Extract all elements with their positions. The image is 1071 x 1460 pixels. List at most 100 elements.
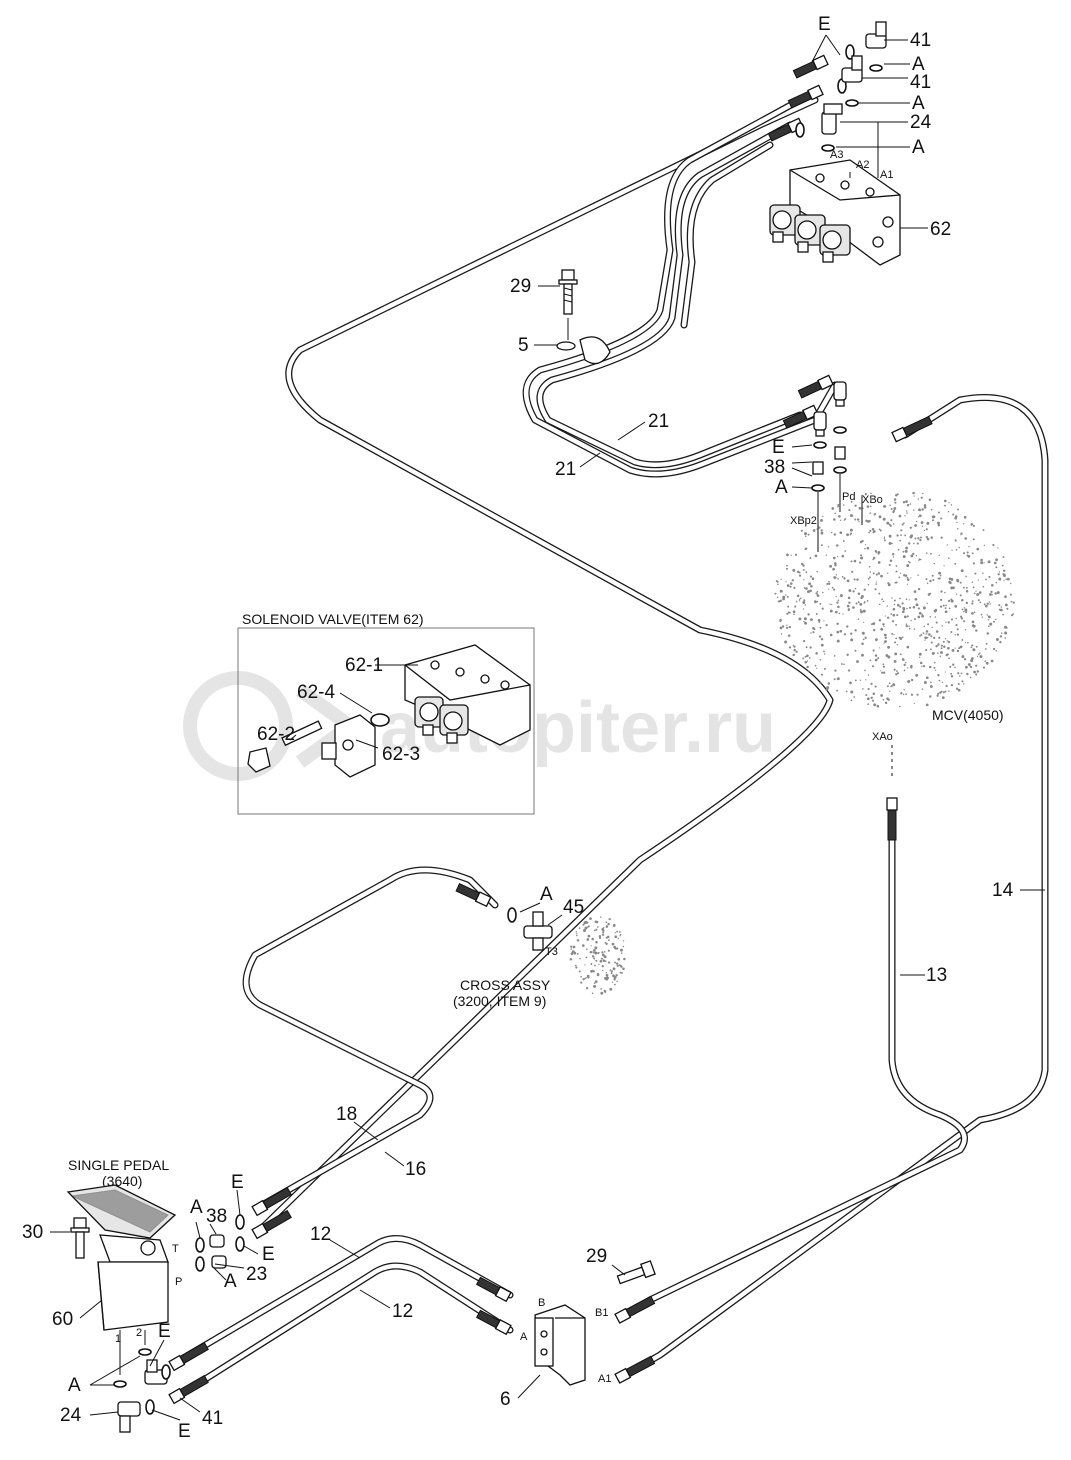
ghost-dot <box>615 962 619 965</box>
ghost-dot <box>938 571 942 575</box>
ghost-dot <box>868 531 871 534</box>
ghost-dot <box>921 508 924 511</box>
ghost-dot <box>570 945 573 948</box>
ghost-dot <box>850 690 854 694</box>
ghost-dot <box>943 565 945 567</box>
elbow-fitting-icon <box>865 21 887 49</box>
ghost-dot <box>906 615 909 618</box>
ghost-dot <box>871 527 875 531</box>
ghost-dot <box>980 561 984 565</box>
ghost-dot <box>872 556 876 560</box>
ghost-dot <box>864 636 867 639</box>
ghost-dot <box>880 499 883 501</box>
ghost-dot <box>918 514 922 518</box>
ghost-dot <box>973 670 976 674</box>
ghost-dot <box>779 589 783 593</box>
callout-12-b: 12 <box>392 1301 413 1322</box>
port-p: P <box>175 1276 182 1288</box>
ghost-dot <box>836 639 840 643</box>
ghost-dot <box>975 673 978 676</box>
ghost-dot <box>927 623 930 626</box>
callout-62-4: 62-4 <box>297 682 335 703</box>
ghost-dot <box>589 950 592 954</box>
ghost-dot <box>965 589 969 593</box>
ghost-dot <box>902 500 906 504</box>
ghost-dot <box>925 578 928 581</box>
ghost-dot <box>576 953 579 955</box>
ghost-dot <box>904 515 906 517</box>
ghost-dot <box>950 618 954 621</box>
elbow-fitting-icon <box>821 103 843 135</box>
ghost-dot <box>825 624 828 627</box>
ghost-dot <box>840 663 843 665</box>
ghost-dot <box>795 650 798 653</box>
ghost-dot <box>957 672 960 675</box>
ghost-dot <box>986 614 988 616</box>
ghost-dot <box>594 980 598 983</box>
ghost-dot <box>873 703 877 707</box>
ghost-dot <box>982 572 984 574</box>
ghost-dot <box>854 649 857 652</box>
o-ring-icon <box>138 1348 152 1356</box>
port-a3: A3 <box>830 149 843 161</box>
ghost-dot <box>948 690 950 692</box>
ghost-dot <box>850 638 854 642</box>
callout-6: 6 <box>500 1389 511 1410</box>
ghost-dot <box>792 653 795 657</box>
ghost-dot <box>918 508 921 512</box>
ghost-dot <box>960 569 964 573</box>
ghost-dot <box>802 568 805 571</box>
callout-38-mid: 38 <box>764 457 785 478</box>
ghost-dot <box>878 592 881 595</box>
ghost-dot <box>804 548 807 551</box>
ghost-dot <box>970 646 973 649</box>
ghost-dot <box>874 588 877 591</box>
ghost-dot <box>945 604 947 607</box>
ghost-dot <box>870 696 873 700</box>
ghost-dot <box>612 967 616 971</box>
ghost-dot <box>976 670 979 673</box>
ghost-dot <box>936 652 939 654</box>
ghost-dot <box>869 571 872 573</box>
ghost-dot <box>786 595 789 598</box>
ghost-dot <box>954 634 956 636</box>
ghost-dot <box>958 647 961 650</box>
ghost-dot <box>619 933 622 936</box>
ghost-dot <box>853 578 856 581</box>
ghost-dot <box>884 615 886 617</box>
callout-a-mid: A <box>775 477 788 498</box>
hose-18 <box>242 866 499 1209</box>
ghost-dot <box>869 498 873 501</box>
ghost-dot <box>919 539 922 542</box>
ghost-dot <box>846 579 850 583</box>
ghost-dot <box>609 987 613 991</box>
ghost-dot <box>960 532 963 535</box>
ghost-dot <box>945 621 947 624</box>
ghost-dot <box>892 509 896 513</box>
ghost-dot <box>620 965 623 968</box>
ghost-dot <box>802 657 805 660</box>
ghost-dot <box>836 689 838 692</box>
ghost-dot <box>859 608 862 611</box>
ghost-dot <box>853 696 856 698</box>
ghost-dot <box>910 619 912 622</box>
ghost-dot <box>779 626 783 630</box>
ghost-dot <box>600 957 603 960</box>
ghost-dot <box>806 654 809 658</box>
ghost-dot <box>990 659 994 663</box>
ghost-dot <box>808 582 812 586</box>
callout-12-a: 12 <box>310 1224 331 1245</box>
ghost-dot <box>890 542 892 545</box>
ghost-dot <box>937 523 941 527</box>
ghost-dot <box>893 507 897 510</box>
ghost-dot <box>934 608 938 612</box>
ghost-dot <box>582 923 585 926</box>
ghost-dot <box>938 577 941 580</box>
ghost-dot <box>944 671 947 673</box>
ghost-dot <box>584 977 586 980</box>
ghost-dot <box>887 572 889 574</box>
ghost-dot <box>965 665 968 669</box>
ghost-dot <box>1004 631 1008 635</box>
ghost-dot <box>867 577 870 580</box>
ghost-dot <box>938 636 941 639</box>
